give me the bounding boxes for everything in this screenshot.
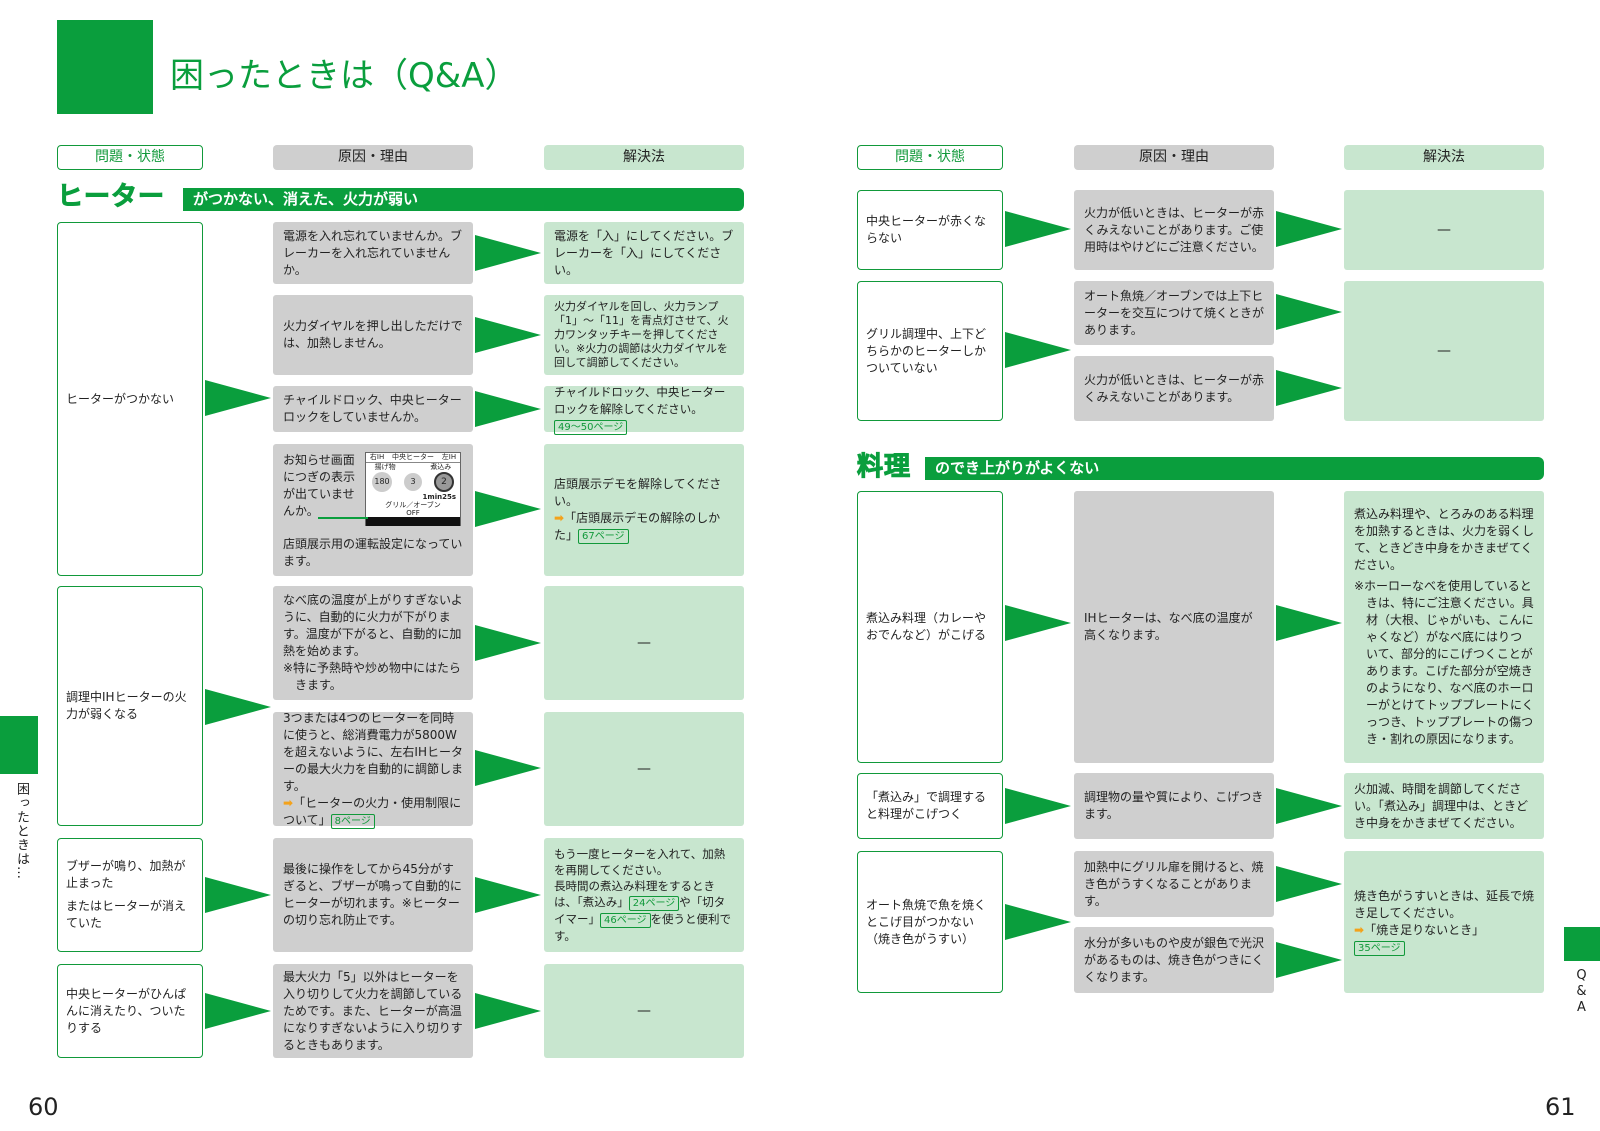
cause-food-amount: 調理物の量や質により、こげつきます。	[1074, 773, 1274, 839]
solution-none: —	[1344, 190, 1544, 270]
arrow	[475, 625, 541, 661]
solution-none: —	[544, 964, 744, 1058]
problem-ih-weak: 調理中IHヒーターの火力が弱くなる	[57, 586, 203, 826]
page-ref[interactable]: 35ページ	[1354, 941, 1405, 956]
arrow	[475, 750, 541, 786]
cause-low-power: 火力が低いときは、ヒーターが赤くみえないことがあります。	[1074, 356, 1274, 421]
section-bar-cooking: のでき上がりがよくない	[925, 457, 1544, 480]
cause-ih-hot-bottom: IHヒーターは、なべ底の温度が高くなります。	[1074, 491, 1274, 763]
cause-dial: 火力ダイヤルを押し出しただけでは、加熱しません。	[273, 295, 473, 375]
cause-power: 電源を入れ忘れていませんか。ブレーカーを入れ忘れていませんか。	[273, 222, 473, 284]
solution-nikomi: 火加減、時間を調節してください。「煮込み」調理中は、ときどき中身をかきまぜてくだ…	[1344, 773, 1544, 839]
section-title-heater: ヒーター	[56, 182, 166, 213]
arrow	[1005, 211, 1071, 247]
solution-fish: 焼き色がうすいときは、延長で焼き足してください。 ➡「焼き足りないとき」35ペー…	[1344, 851, 1544, 993]
problem-heater-not-on: ヒーターがつかない	[57, 222, 203, 576]
solution-power: 電源を「入」にしてください。ブレーカーを「入」にしてください。	[544, 222, 744, 284]
page-ref[interactable]: 24ページ	[628, 896, 680, 911]
cause-auto-off: 最後に操作をしてから45分がすぎると、ブザーが鳴って自動的にヒーターが切れます。…	[273, 838, 473, 952]
problem-buzzer: ブザーが鳴り、加熱が止まったまたはヒーターが消えていた	[57, 838, 203, 952]
arrow	[1276, 211, 1342, 247]
arrow	[1276, 788, 1342, 824]
arrow	[1005, 788, 1071, 824]
problem-stew-burns: 煮込み料理（カレーやおでんなど）がこげる	[857, 491, 1003, 763]
solution-none: —	[544, 712, 744, 826]
arrow	[475, 235, 541, 271]
cause-door-open: 加熱中にグリル扉を開けると、焼き色がうすくなることがあります。	[1074, 851, 1274, 917]
arrow	[1276, 942, 1342, 978]
arrow	[205, 993, 271, 1029]
arrow	[1005, 605, 1071, 641]
page-ref[interactable]: 49～50ページ	[554, 419, 628, 435]
solution-none: —	[1344, 281, 1544, 421]
indicator-line	[318, 517, 368, 519]
solution-dial: 火力ダイヤルを回し、火力ランプ「1」～「11」を青点灯させて、火力ワンタッチキー…	[544, 295, 744, 375]
arrow	[205, 380, 271, 416]
arrow	[475, 993, 541, 1029]
cause-center-flicker: 最大火力「5」以外はヒーターを入り切りして火力を調節しているためです。また、ヒー…	[273, 964, 473, 1058]
cause-low-power-not-red: 火力が低いときは、ヒーターが赤くみえないことがあります。ご使用時はやけどにご注意…	[1074, 190, 1274, 270]
header-cause-right: 原因・理由	[1074, 145, 1274, 170]
solution-child-lock: チャイルドロック、中央ヒーターロックを解除してください。49～50ページ	[544, 385, 744, 435]
cause-power-limit: 3つまたは4つのヒーターを同時に使うと、総消費電力が5800Wを超えないように、…	[273, 711, 473, 829]
arrow	[1276, 370, 1342, 406]
section-title-cooking: 料理	[856, 452, 912, 483]
arrow	[1276, 866, 1342, 902]
page-ref[interactable]: 8ページ	[330, 813, 375, 829]
arrow	[1276, 605, 1342, 641]
header-solution-left: 解決法	[544, 145, 744, 170]
page-ref[interactable]: 67ページ	[578, 529, 629, 544]
page-number-left: 60	[28, 1093, 59, 1121]
cause-child-lock: チャイルドロック、中央ヒーターロックをしていませんか。	[273, 386, 473, 432]
side-tab-label-left: 困ったときは…	[14, 782, 29, 880]
side-tab-left	[0, 716, 38, 774]
arrow	[205, 877, 271, 913]
cause-moist-fish: 水分が多いものや皮が銀色で光沢があるものは、焼き色がつきにくくなります。	[1074, 927, 1274, 993]
title-block	[57, 20, 153, 114]
arrow	[205, 689, 271, 725]
solution-demo-mode: 店頭展示デモを解除してください。 ➡「店頭展示デモの解除のしかた」67ページ	[544, 444, 744, 576]
arrow-right-icon: ➡	[554, 511, 565, 525]
solution-none: —	[544, 586, 744, 700]
arrow	[475, 491, 541, 527]
solution-stew: 煮込み料理や、とろみのある料理を加熱するときは、火力を弱くして、ときどき中身をか…	[1344, 491, 1544, 763]
side-tab-right	[1564, 927, 1600, 961]
arrow	[475, 317, 541, 353]
header-solution-right: 解決法	[1344, 145, 1544, 170]
section-bar-heater: がつかない、消えた、火力が弱い	[183, 188, 744, 211]
page-title: 困ったときは（Q&A）	[170, 56, 519, 96]
cause-auto-power-down: なべ底の温度が上がりすぎないように、自動的に火力が下がります。温度が下がると、自…	[273, 586, 473, 700]
header-cause-left: 原因・理由	[273, 145, 473, 170]
arrow-right-icon: ➡	[283, 795, 294, 810]
side-tab-label-right: Q&A	[1574, 968, 1589, 1016]
arrow	[1005, 332, 1071, 368]
header-problem-right: 問題・状態	[857, 145, 1003, 170]
arrow-right-icon: ➡	[1354, 923, 1365, 937]
arrow	[475, 877, 541, 913]
solution-auto-off: もう一度ヒーターを入れて、加熱を再開してください。 長時間の煮込み料理をするとき…	[544, 838, 744, 952]
header-problem-left: 問題・状態	[57, 145, 203, 170]
arrow	[1276, 294, 1342, 330]
problem-grill-one-heater: グリル調理中、上下どちらかのヒーターしかついていない	[857, 281, 1003, 421]
problem-fish-no-brown: オート魚焼で魚を焼くとこげ目がつかない（焼き色がうすい）	[857, 851, 1003, 993]
page-number-right: 61	[1545, 1093, 1576, 1121]
problem-nikomi-burns: 「煮込み」で調理すると料理がこげつく	[857, 773, 1003, 839]
cause-alternate-heaters: オート魚焼／オーブンでは上下ヒーターを交互につけて焼くときがあります。	[1074, 281, 1274, 345]
problem-center-flicker: 中央ヒーターがひんぱんに消えたり、ついたりする	[57, 964, 203, 1058]
arrow	[1005, 904, 1071, 940]
arrow	[475, 391, 541, 427]
page-ref[interactable]: 46ページ	[600, 913, 651, 928]
problem-center-not-red: 中央ヒーターが赤くならない	[857, 190, 1003, 270]
